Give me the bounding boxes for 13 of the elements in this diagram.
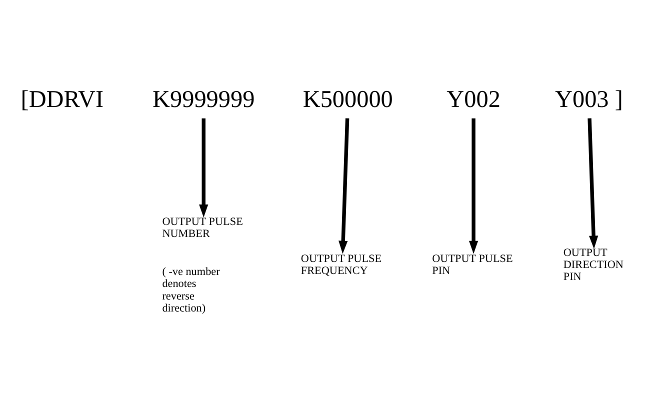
node-text: OUTPUT DIRECTION PIN	[563, 246, 624, 283]
node-text: OUTPUT PULSE PIN	[432, 252, 513, 277]
arrow	[588, 118, 598, 248]
arrow	[338, 118, 350, 254]
arrow	[468, 118, 478, 254]
node-text: OUTPUT PULSE NUMBER ( -ve number denotes reverse direction)	[162, 215, 243, 314]
node-text: K9999999	[152, 85, 255, 112]
label: [DDRVI	[20, 85, 104, 112]
node-text: OUTPUT PULSE FREQUENCY	[300, 252, 382, 277]
node-text: Y002	[446, 85, 500, 112]
arrow	[199, 118, 208, 218]
node-text: K500000	[302, 85, 393, 112]
node-text: Y003 ]	[555, 85, 623, 112]
